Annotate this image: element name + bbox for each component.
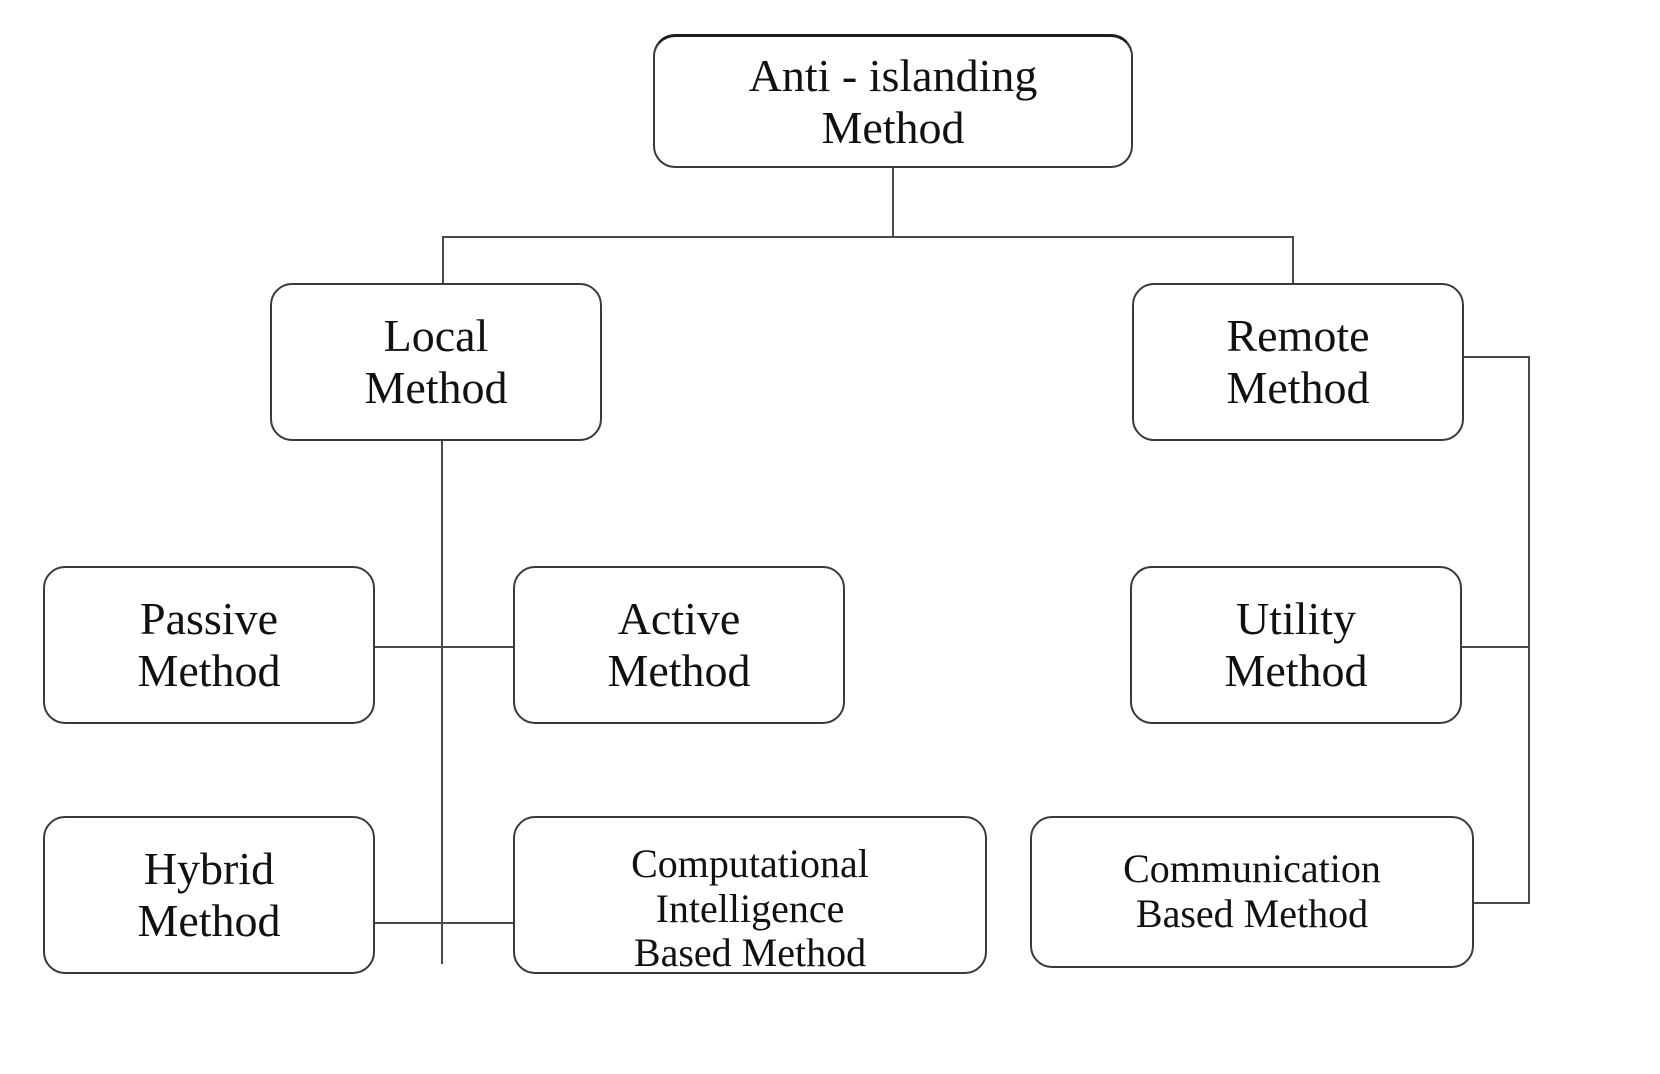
node-label: Passive Method [137,593,281,696]
node-label: Communication Based Method [1123,846,1381,936]
connector-root-to-remote [1292,236,1294,286]
connector-root-bus [442,236,1294,238]
node-passive-method[interactable]: Passive Method [43,566,375,724]
node-label: Active Method [607,593,751,696]
node-communication-based-method[interactable]: Communication Based Method [1030,816,1474,968]
connector-bus-to-utility [1462,646,1530,648]
node-utility-method[interactable]: Utility Method [1130,566,1462,724]
connector-local-row2 [375,922,515,924]
connector-root-stem [892,166,894,238]
node-anti-islanding-method[interactable]: Anti - islanding Method [653,34,1133,168]
node-label: Hybrid Method [137,843,281,946]
connector-local-spine [441,440,443,964]
connector-remote-stub [1462,356,1530,358]
node-remote-method[interactable]: Remote Method [1132,283,1464,441]
node-hybrid-method[interactable]: Hybrid Method [43,816,375,974]
node-local-method[interactable]: Local Method [270,283,602,441]
node-computational-intelligence-based-method[interactable]: Computational Intelligence Based Method [513,816,987,976]
connector-bus-to-communication [1472,902,1530,904]
node-active-method[interactable]: Active Method [513,566,845,724]
connector-local-row1 [375,646,515,648]
node-label: Utility Method [1224,593,1368,696]
connector-remote-bus [1528,356,1530,904]
connector-root-to-local [442,236,444,286]
node-label: Local Method [364,310,508,413]
node-label: Computational Intelligence Based Method [631,840,869,976]
node-label: Anti - islanding Method [748,49,1038,153]
node-label: Remote Method [1226,310,1370,413]
